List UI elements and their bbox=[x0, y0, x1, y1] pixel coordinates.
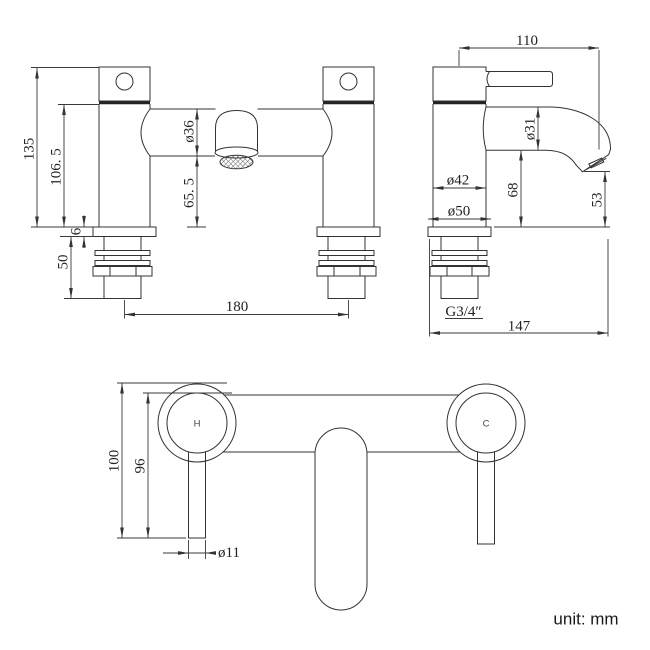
front-right-pillar-body bbox=[322, 104, 375, 227]
front-right-backnut bbox=[316, 266, 377, 277]
dim-label-handle-reach: 110 bbox=[516, 33, 538, 49]
front-right-washer-top bbox=[318, 250, 375, 256]
dim-label-body-diameter: ø42 bbox=[447, 173, 470, 189]
front-spout-body bbox=[215, 109, 258, 151]
dim-label-deck-thickness: 6 bbox=[69, 227, 85, 235]
front-right-threaded-tail bbox=[327, 275, 366, 299]
dim-label-handle-length: 96 bbox=[133, 458, 149, 474]
side-threaded-tail bbox=[440, 275, 479, 299]
side-lever-handle bbox=[486, 71, 553, 87]
front-right-washer-bottom bbox=[318, 260, 375, 266]
dim-label-handle-overall-length: 100 bbox=[107, 450, 123, 473]
dim-label-outlet-height: 53 bbox=[590, 193, 606, 208]
dim-label-thread-size: G3/4″ bbox=[445, 304, 481, 320]
side-backnut bbox=[429, 266, 490, 277]
unit-note: unit: mm bbox=[553, 610, 618, 629]
front-left-washer-bottom bbox=[94, 260, 151, 266]
front-right-handle-cap bbox=[322, 66, 375, 102]
side-spout-outline bbox=[486, 106, 612, 173]
front-left-threaded-tail bbox=[103, 275, 142, 299]
side-extension-lines bbox=[429, 50, 610, 337]
dim-label-base-diameter: ø50 bbox=[448, 204, 471, 220]
side-pillar-body bbox=[432, 104, 487, 227]
cold-indicator-label: C bbox=[483, 419, 490, 430]
front-extension-lines bbox=[31, 67, 349, 319]
dim-label-body-height: 106. 5 bbox=[49, 148, 65, 186]
front-right-flange bbox=[316, 226, 381, 237]
front-left-backnut bbox=[92, 266, 153, 277]
plan-view: H C 100 96 ø11 bbox=[107, 382, 526, 611]
dim-label-tail-length: 50 bbox=[56, 255, 72, 270]
dim-label-hole-centers: 180 bbox=[226, 299, 249, 315]
front-right-screw-icon bbox=[339, 72, 358, 91]
side-washer-bottom bbox=[431, 260, 488, 266]
plan-hot-lever bbox=[188, 451, 206, 539]
front-left-backnut-facets bbox=[109, 266, 137, 276]
side-lever-end-arc bbox=[486, 71, 490, 87]
dim-label-spout-tube-diameter: ø31 bbox=[523, 118, 539, 141]
plan-cold-cap-circle bbox=[455, 392, 517, 454]
front-left-washer-top bbox=[94, 250, 151, 256]
front-left-pillar-body bbox=[98, 104, 151, 227]
plan-cold-lever bbox=[477, 451, 495, 545]
plan-spout-capsule bbox=[314, 427, 368, 611]
side-view: 110 ø31 ø42 ø50 68 53 G3/4″ 147 bbox=[427, 33, 612, 337]
front-left-screw-icon bbox=[115, 72, 134, 91]
plan-extension-lines bbox=[117, 382, 232, 559]
front-right-backnut-facets bbox=[333, 266, 361, 276]
side-flange bbox=[427, 226, 492, 237]
front-left-handle-cap bbox=[98, 66, 151, 102]
side-aerator-outlet bbox=[588, 157, 605, 169]
dim-label-lever-diameter: ø11 bbox=[218, 545, 240, 561]
dim-label-spout-height: 68 bbox=[506, 183, 522, 198]
dim-label-overall-depth: 147 bbox=[508, 319, 531, 335]
side-washer-top bbox=[431, 250, 488, 256]
side-backnut-facets bbox=[446, 266, 473, 276]
plan-body-band bbox=[223, 394, 460, 453]
dim-label-spout-diameter: ø36 bbox=[182, 120, 198, 143]
hot-indicator-label: H bbox=[194, 419, 201, 430]
front-view: 135 106. 5 6 50 ø36 65. 5 180 bbox=[22, 66, 381, 319]
front-body-tube bbox=[150, 108, 323, 157]
front-left-flange bbox=[92, 226, 157, 237]
front-aerator-mesh bbox=[219, 154, 254, 170]
side-handle-cap bbox=[432, 66, 487, 102]
dim-label-total-height: 135 bbox=[22, 138, 38, 161]
dim-label-spout-clearance: 65. 5 bbox=[182, 178, 198, 208]
